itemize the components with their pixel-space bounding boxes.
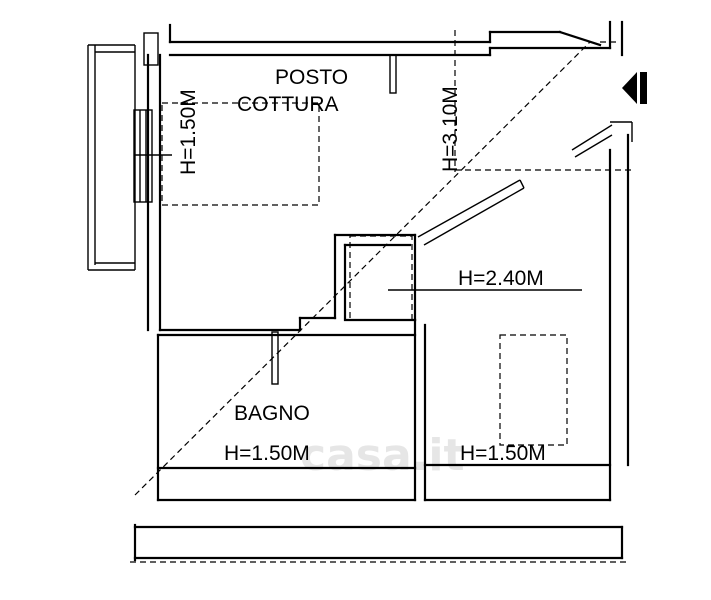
inner-walls (271, 54, 633, 385)
room-labels: POSTO COTTURA H=1.50M H=3.10M H=2.40M BA… (177, 66, 546, 465)
entrance-arrow-icon (622, 72, 647, 104)
watermark: casa.it (300, 430, 464, 481)
kitchen-height-label: H=1.50M (177, 89, 200, 175)
bedroom-height-label: H=1.50M (460, 442, 546, 465)
living-height-label: H=3.10M (439, 86, 462, 172)
hall-height-label: H=2.40M (458, 267, 544, 290)
kitchen-name-line1: POSTO (275, 66, 348, 89)
bathroom-height-label: H=1.50M (224, 442, 310, 465)
height-boundaries (134, 30, 632, 496)
exterior-walls (87, 20, 630, 563)
bathroom-name: BAGNO (234, 402, 310, 425)
kitchen-name-line2: COTTURA (237, 93, 339, 116)
